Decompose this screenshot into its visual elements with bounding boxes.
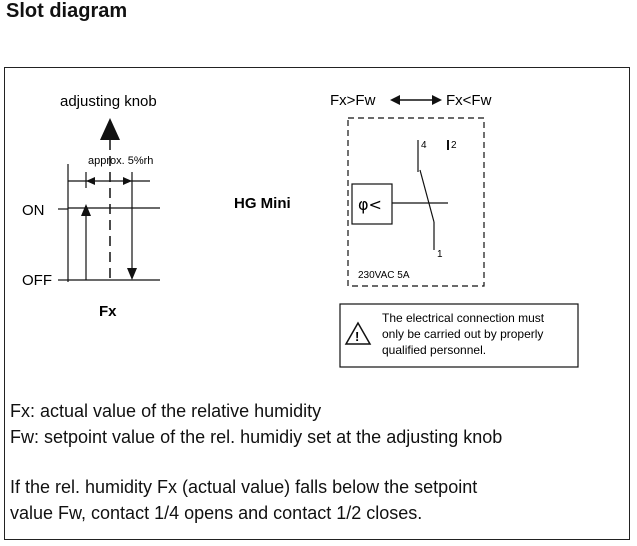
direction-right-label: Fx<Fw: [446, 92, 492, 109]
hysteresis-label: approx. 5%rh: [88, 155, 153, 167]
switch-contact: [419, 169, 435, 223]
warning-line-3: qualified personnel.: [382, 343, 486, 357]
warning-icon: [344, 321, 372, 345]
terminal-2-label: 2: [451, 140, 457, 151]
fx-description: Fx: actual value of the relative humidit…: [10, 401, 322, 421]
svg-text:!: !: [355, 329, 359, 344]
fw-description: Fw: setpoint value of the rel. humidiy s…: [10, 427, 503, 447]
knob-arrow-icon: [100, 118, 120, 140]
page-title: Slot diagram: [6, 0, 128, 22]
fx-label: Fx: [99, 303, 117, 320]
warning-box: [339, 303, 579, 368]
terminal-4-label: 4: [421, 140, 427, 151]
humidity-sensor-box: [351, 183, 393, 225]
on-label: ON: [22, 202, 45, 219]
diagram-frame: [4, 67, 630, 540]
warning-line-1: The electrical connection must: [382, 311, 545, 325]
terminal-1-label: 1: [437, 249, 443, 260]
off-label: OFF: [22, 272, 52, 289]
rating-label: 230VAC 5A: [358, 270, 410, 281]
knob-label: adjusting knob: [60, 93, 157, 110]
humidity-sensor-icon: φ<: [358, 195, 382, 214]
behavior-description-1: If the rel. humidity Fx (actual value) f…: [10, 477, 478, 497]
behavior-description-2: value Fw, contact 1/4 opens and contact …: [10, 503, 423, 523]
warning-line-2: only be carried out by properly: [382, 327, 543, 341]
device-label: HG Mini: [234, 195, 291, 212]
direction-left-label: Fx>Fw: [330, 92, 376, 109]
device-enclosure: [347, 117, 485, 287]
